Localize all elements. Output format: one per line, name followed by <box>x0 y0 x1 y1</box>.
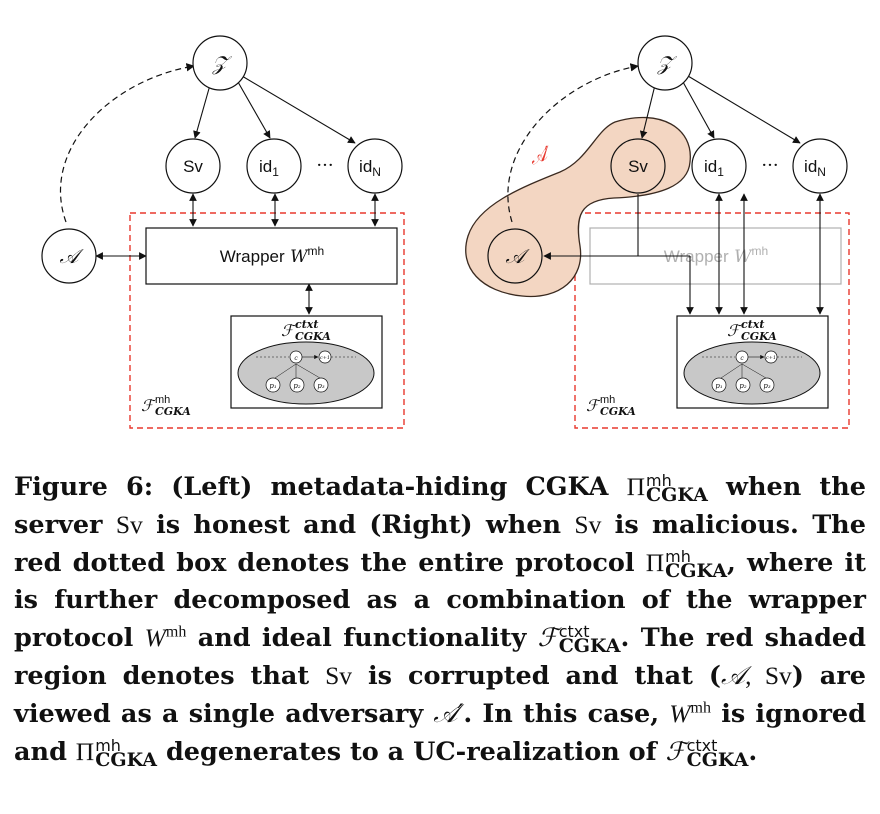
caption-sv: Sv <box>115 510 143 539</box>
right-func-sub: CGKA <box>741 330 777 343</box>
right-dots: ··· <box>761 155 778 176</box>
caption-sv: Sv <box>764 661 792 690</box>
right-inner-c: c <box>740 355 744 362</box>
left-outer-sub: CGKA <box>155 405 191 418</box>
caption-f: ℱ <box>665 737 686 767</box>
left-protocol-box <box>129 212 405 429</box>
caption-f: ℱ <box>537 623 558 653</box>
left-func-ellipse <box>237 341 375 405</box>
caption-w-sup: mh <box>690 699 711 717</box>
left-server-label: Sv <box>183 157 203 176</box>
right-server-node <box>610 138 666 194</box>
right-outer-sup: mh <box>600 394 615 406</box>
caption-pi: Π <box>645 548 665 577</box>
caption-pi: Π <box>75 737 95 766</box>
caption-text: is ignored and <box>14 699 866 767</box>
caption-text: degenerates to a UC-realization of <box>165 737 657 767</box>
left-func-label: ℱ <box>281 321 297 340</box>
caption-fig-number: Figure 6: <box>14 472 154 502</box>
right-protocol-box <box>574 212 850 429</box>
left-env-label: 𝒵 <box>211 51 232 75</box>
right-inner-p2: p₂ <box>739 382 746 390</box>
caption-a: 𝒜 <box>720 661 746 691</box>
left-outer-F: ℱ <box>141 396 157 415</box>
left-dots: ··· <box>316 155 333 176</box>
right-idN-label: idN <box>804 157 826 179</box>
right-outer-F: ℱ <box>586 396 602 415</box>
right-env-node <box>637 35 693 91</box>
caption-w: W <box>144 623 166 652</box>
right-adversary-node <box>487 228 543 284</box>
right-idN-node <box>792 138 848 194</box>
caption-w: W <box>669 699 691 728</box>
caption-text: is corrupted and that ( <box>367 661 721 691</box>
left-idN-label: idN <box>359 157 381 179</box>
left-func-sup: ctxt <box>295 318 318 331</box>
caption-text: . The red shaded region denotes that <box>14 623 866 691</box>
caption-comma: , <box>745 661 765 690</box>
figure-diagram: 𝒵 Sv id1 ··· idN 𝒜 Wrapper Wmh ℱ ctxt CG… <box>41 35 850 429</box>
left-adversary-node <box>41 228 97 284</box>
caption-text: and ideal functionality <box>197 623 527 653</box>
right-func-label: ℱ <box>727 321 743 340</box>
caption-aprime: 𝒜′ <box>433 699 464 729</box>
right-panel: Wrapper Wmh 𝒵 Sv id1 ··· idN 𝒜 𝒜′ ℱ ctxt… <box>465 35 850 429</box>
left-panel: 𝒵 Sv id1 ··· idN 𝒜 Wrapper Wmh ℱ ctxt CG… <box>41 35 405 429</box>
left-inner-p3: p₃ <box>317 382 324 390</box>
left-server-node <box>165 138 221 194</box>
left-inner-c1: c+1 <box>320 355 330 361</box>
left-inner-p1: p₁ <box>269 382 276 390</box>
left-env-node <box>192 35 248 91</box>
right-inner-p3: p₃ <box>763 382 770 390</box>
caption-w-sup: mh <box>165 623 187 641</box>
left-id1-label: id1 <box>259 157 279 179</box>
right-env-label: 𝒵 <box>656 51 677 75</box>
right-func-ellipse <box>683 341 821 405</box>
left-idN-node <box>347 138 403 194</box>
caption-text: ) are viewed as a single adversary <box>14 661 866 729</box>
left-inner-c: c <box>294 355 298 362</box>
caption-text: is honest and (Right) when <box>156 510 562 540</box>
left-wrapper-box <box>145 227 398 285</box>
right-adversary-prime-label: 𝒜′ <box>527 142 555 169</box>
left-id1-node <box>246 138 302 194</box>
caption-period: . <box>748 737 758 767</box>
right-dashed-edge <box>507 63 639 223</box>
caption-text: (Left) metadata-hiding CGKA <box>171 472 609 502</box>
right-outer-sub: CGKA <box>600 405 636 418</box>
caption-text: when the server <box>14 472 866 540</box>
caption-pi: Π <box>626 472 646 501</box>
right-server-label: Sv <box>628 157 648 176</box>
right-id1-node <box>691 138 747 194</box>
caption-sv: Sv <box>574 510 602 539</box>
caption-sv: Sv <box>325 661 353 690</box>
left-inner-p2: p₂ <box>293 382 300 390</box>
right-inner-c1: c+1 <box>766 355 776 361</box>
left-func-sub: CGKA <box>295 330 331 343</box>
caption-text: , where it is further decomposed as a co… <box>14 548 866 653</box>
right-wrapper-label: Wrapper Wmh <box>664 244 768 267</box>
caption-text: is malicious. The red dotted box denotes… <box>14 510 866 578</box>
left-wrapper-label: Wrapper Wmh <box>220 244 324 267</box>
right-func-sup: ctxt <box>741 318 764 331</box>
caption-text: . In this case, <box>463 699 660 729</box>
right-inner-p1: p₁ <box>715 382 722 390</box>
left-dashed-edge <box>60 63 195 223</box>
left-outer-sup: mh <box>155 394 170 406</box>
right-id1-label: id1 <box>704 157 724 179</box>
